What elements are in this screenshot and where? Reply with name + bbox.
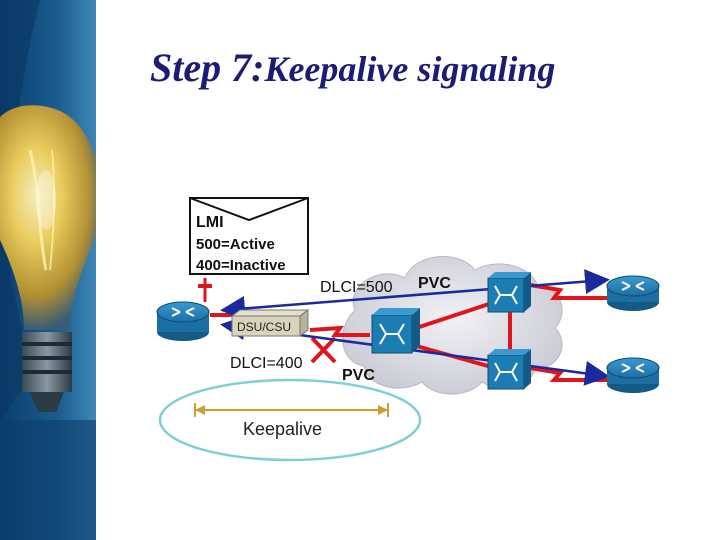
lightbulb-background — [0, 0, 96, 540]
inactive-x-mark — [310, 336, 337, 364]
router-icon — [606, 275, 660, 311]
dlci-500-label: DLCI=500 — [320, 279, 393, 296]
dsu-csu-label: DSU/CSU — [237, 320, 291, 334]
slide-title: Step 7:Keepalive signaling — [150, 44, 690, 91]
frame-relay-switch-icon — [487, 272, 531, 313]
frame-relay-diagram: LMI 500=Active 400=Inactive DSU/CSU — [156, 197, 660, 462]
dlci-400-label: DLCI=400 — [230, 355, 303, 372]
frame-relay-switch-icon — [487, 349, 531, 390]
dsu-csu-icon — [230, 309, 310, 337]
pvc-top-label: PVC — [418, 275, 451, 292]
router-icon — [606, 357, 660, 393]
envelope-icon — [189, 197, 309, 302]
keepalive-label: Keepalive — [243, 419, 322, 439]
title-text: Keepalive signaling — [264, 49, 556, 89]
lmi-heading: LMI — [196, 214, 224, 231]
frame-relay-switch-icon — [371, 308, 420, 354]
title-step: Step 7: — [150, 45, 265, 90]
lmi-active-line: 500=Active — [196, 236, 275, 253]
lightbulb-side-panel — [0, 0, 96, 540]
lmi-inactive-line: 400=Inactive — [196, 257, 286, 274]
keepalive-oval — [158, 378, 422, 462]
router-icon — [156, 301, 210, 341]
pvc-bottom-label: PVC — [342, 367, 375, 384]
